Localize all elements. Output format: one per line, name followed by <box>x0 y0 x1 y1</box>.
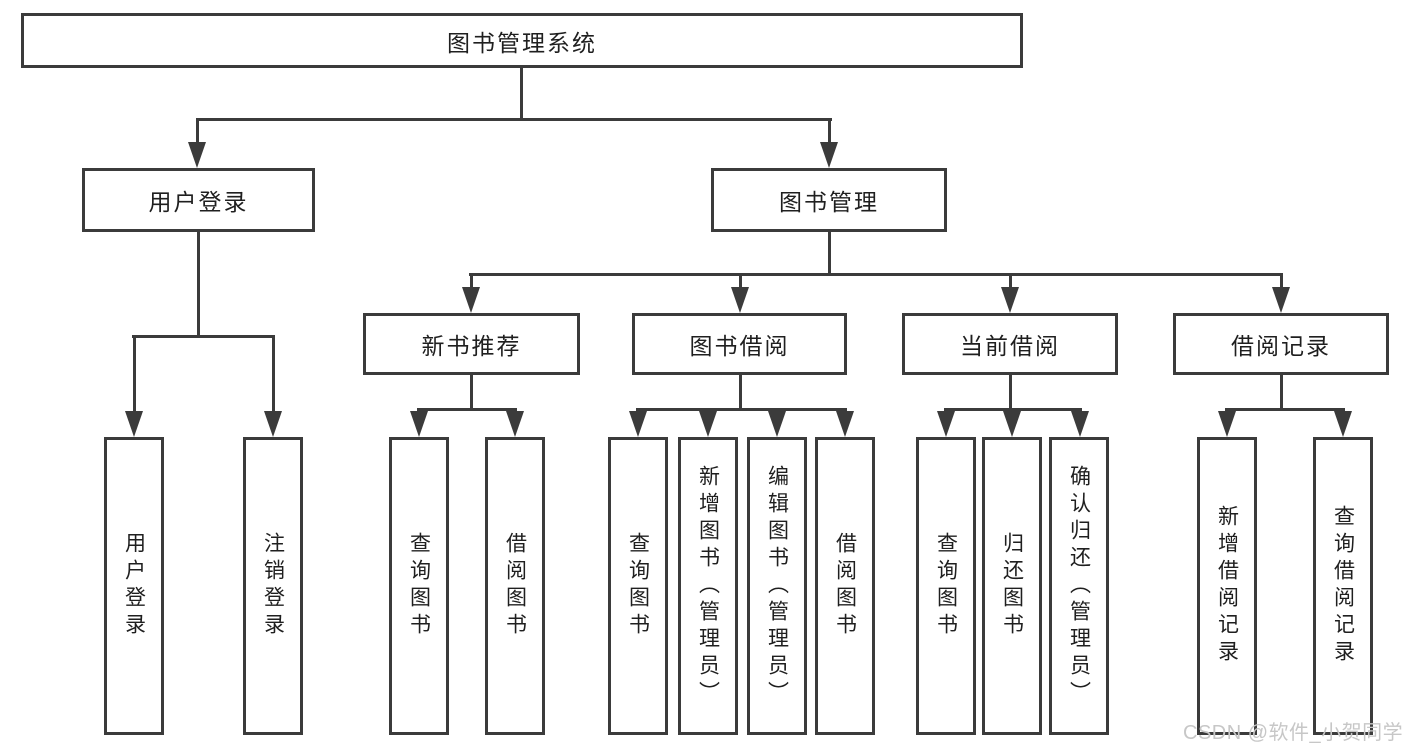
arrow-down-icon <box>937 411 955 437</box>
csdn-watermark: CSDN @软件_小贺同学 <box>1183 722 1404 744</box>
node-leaf-rec-query-label: 查询借阅记录 <box>1331 505 1355 667</box>
connector-logout-stub <box>272 335 275 413</box>
node-leaf-cb-query: 查询图书 <box>916 437 976 735</box>
arrow-down-icon <box>731 287 749 313</box>
node-current-borrow-label: 当前借阅 <box>960 333 1060 359</box>
node-leaf-bb-borrow: 借阅图书 <box>815 437 875 735</box>
node-root: 图书管理系统 <box>21 13 1023 68</box>
connector-current-borrow-vline <box>1009 375 1012 408</box>
arrow-down-icon <box>1218 411 1236 437</box>
arrow-down-icon <box>820 142 838 168</box>
node-leaf-bb-query: 查询图书 <box>608 437 668 735</box>
arrow-down-icon <box>410 411 428 437</box>
node-leaf-nb-borrow-label: 借阅图书 <box>503 532 527 640</box>
node-leaf-bb-query-label: 查询图书 <box>626 532 650 640</box>
arrow-down-icon <box>1001 287 1019 313</box>
node-leaf-cb-confirm-label: 确认归还（管理员） <box>1067 464 1091 708</box>
node-leaf-cb-confirm: 确认归还（管理员） <box>1049 437 1109 735</box>
arrow-down-icon <box>1272 287 1290 313</box>
node-current-borrow: 当前借阅 <box>902 313 1118 375</box>
node-leaf-logout-label: 注销登录 <box>261 532 285 640</box>
arrow-down-icon <box>629 411 647 437</box>
connector-book-borrow-stub <box>739 273 742 289</box>
arrow-down-icon <box>1071 411 1089 437</box>
node-records: 借阅记录 <box>1173 313 1389 375</box>
connector-book-mgmt-vline <box>828 232 831 273</box>
node-leaf-rec-add-label: 新增借阅记录 <box>1215 505 1239 667</box>
node-root-label: 图书管理系统 <box>447 29 597 56</box>
arrow-down-icon <box>125 411 143 437</box>
node-leaf-bb-edit-label: 编辑图书（管理员） <box>765 464 789 708</box>
connector-user-login-vline <box>197 232 200 335</box>
node-leaf-nb-query-label: 查询图书 <box>407 532 431 640</box>
connector-login-stub <box>133 335 136 413</box>
node-leaf-bb-edit: 编辑图书（管理员） <box>747 437 807 735</box>
node-book-mgmt: 图书管理 <box>711 168 947 232</box>
arrow-down-icon <box>264 411 282 437</box>
arrow-down-icon <box>699 411 717 437</box>
node-leaf-rec-query: 查询借阅记录 <box>1313 437 1373 735</box>
node-new-book-label: 新书推荐 <box>421 333 522 359</box>
arrow-down-icon <box>1334 411 1352 437</box>
connector-current-borrow-stub <box>1009 273 1012 289</box>
connector-new-book-hline <box>417 408 517 411</box>
arrow-down-icon <box>836 411 854 437</box>
connector-records-vline <box>1280 375 1283 408</box>
connector-root-hline <box>196 118 832 121</box>
node-book-borrow-label: 图书借阅 <box>689 333 790 359</box>
connector-book-mgmt-hline <box>469 273 1283 276</box>
node-user-login: 用户登录 <box>82 168 315 232</box>
arrow-down-icon <box>462 287 480 313</box>
connector-new-book-vline <box>470 375 473 408</box>
node-leaf-user-login-label: 用户登录 <box>122 532 146 640</box>
node-leaf-logout: 注销登录 <box>243 437 303 735</box>
arrow-down-icon <box>1003 411 1021 437</box>
node-book-mgmt-label: 图书管理 <box>779 189 879 215</box>
node-leaf-bb-add: 新增图书（管理员） <box>678 437 738 735</box>
node-records-label: 借阅记录 <box>1231 333 1331 359</box>
arrow-down-icon <box>506 411 524 437</box>
connector-records-hline <box>1225 408 1345 411</box>
connector-new-book-stub <box>470 273 473 289</box>
connector-user-login-stub <box>196 118 199 144</box>
node-leaf-nb-query: 查询图书 <box>389 437 449 735</box>
arrow-down-icon <box>188 142 206 168</box>
node-leaf-nb-borrow: 借阅图书 <box>485 437 545 735</box>
node-leaf-cb-return: 归还图书 <box>982 437 1042 735</box>
node-leaf-bb-add-label: 新增图书（管理员） <box>696 464 720 708</box>
connector-book-borrow-vline <box>739 375 742 408</box>
node-user-login-label: 用户登录 <box>148 189 249 215</box>
connector-book-mgmt-stub <box>828 118 831 144</box>
node-book-borrow: 图书借阅 <box>632 313 847 375</box>
connector-user-login-hline <box>132 335 275 338</box>
node-leaf-bb-borrow-label: 借阅图书 <box>833 532 857 640</box>
node-leaf-rec-add: 新增借阅记录 <box>1197 437 1257 735</box>
node-leaf-cb-query-label: 查询图书 <box>934 532 958 640</box>
arrow-down-icon <box>768 411 786 437</box>
node-leaf-user-login: 用户登录 <box>104 437 164 735</box>
node-new-book: 新书推荐 <box>363 313 580 375</box>
connector-records-stub <box>1280 273 1283 289</box>
connector-root-vline <box>520 68 523 118</box>
node-leaf-cb-return-label: 归还图书 <box>1000 532 1024 640</box>
connector-book-borrow-hline <box>636 408 847 411</box>
